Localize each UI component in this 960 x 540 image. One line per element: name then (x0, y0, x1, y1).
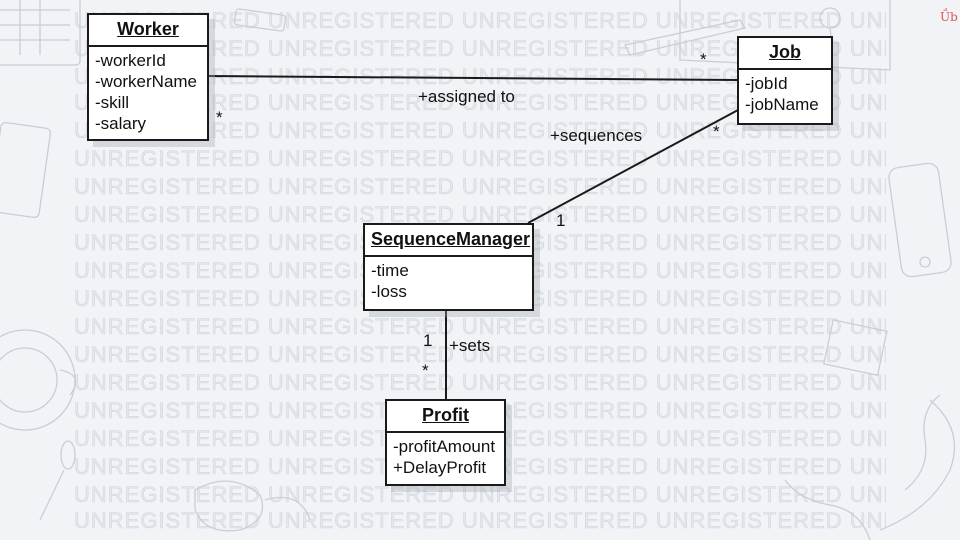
job-attributes: -jobId -jobName (739, 70, 831, 119)
mouse-cable-icon (784, 479, 871, 540)
worker-attribute: -salary (95, 114, 147, 133)
profit-attributes: -profitAmount +DelayProfit (387, 433, 504, 482)
watermark-text: UNREGISTERED UNREGISTERED UNREGISTERED U… (74, 176, 886, 198)
watermark-text: UNREGISTERED UNREGISTERED UNREGISTERED U… (74, 316, 886, 338)
job-attribute: -jobName (745, 95, 819, 114)
worker-end-multiplicity: * (216, 108, 223, 127)
association-label-sets: +sets (449, 336, 491, 355)
watermark-text: UNREGISTERED UNREGISTERED UNREGISTERED U… (74, 510, 886, 532)
watermark-text: UNREGISTERED UNREGISTERED UNREGISTERED U… (74, 148, 886, 170)
glasses-icon (194, 480, 311, 532)
keyboard-icon (0, 0, 81, 66)
worker-attribute: -workerId (95, 51, 166, 70)
sequence-profit-end-multiplicity: 1 (423, 331, 433, 350)
watermark-text: UNREGISTERED UNREGISTERED UNREGISTERED U… (74, 38, 886, 60)
worker-attribute: -workerName (95, 72, 198, 91)
job-attribute: -jobId (745, 74, 788, 93)
watermark-text: UNREGISTERED UNREGISTERED UNREGISTERED U… (74, 372, 886, 394)
headphones-icon (879, 394, 956, 531)
worker-job-association-line[interactable] (207, 75, 739, 81)
job-class-name: Job (739, 38, 831, 70)
watermark-text: UNREGISTERED UNREGISTERED UNREGISTERED U… (74, 204, 886, 226)
profit-end-multiplicity: * (422, 361, 429, 380)
job-sequence-end-multiplicity: * (713, 122, 720, 141)
notepad-icon (823, 319, 888, 377)
spoon-icon (39, 440, 76, 521)
profit-attribute: -profitAmount (393, 437, 496, 456)
sequence-job-end-multiplicity: 1 (556, 211, 566, 230)
worker-attribute: -skill (95, 93, 129, 112)
watermark-text: UNREGISTERED UNREGISTERED UNREGISTERED U… (74, 66, 886, 88)
pen-icon (624, 19, 747, 56)
watermark-text: UNREGISTERED UNREGISTERED UNREGISTERED U… (74, 120, 886, 142)
worker-class-name: Worker (89, 15, 207, 47)
profit-attribute: +DelayProfit (393, 458, 487, 477)
job-class[interactable]: Job -jobId -jobName (737, 36, 833, 125)
phone-icon (888, 162, 952, 278)
profit-class[interactable]: Profit -profitAmount +DelayProfit (385, 399, 506, 486)
coffee-cup-icon (0, 329, 77, 431)
watermark-text: UNREGISTERED UNREGISTERED UNREGISTERED U… (74, 484, 886, 506)
corner-logo-mark: Ǘb (940, 10, 958, 24)
association-label-assigned-to: +assigned to (418, 87, 515, 106)
worker-class[interactable]: Worker -workerId -workerName -skill -sal… (87, 13, 209, 141)
tablet-icon (0, 121, 52, 219)
watermark-text: UNREGISTERED UNREGISTERED UNREGISTERED U… (74, 92, 886, 114)
watermark-text: UNREGISTERED UNREGISTERED UNREGISTERED U… (74, 10, 886, 32)
sequence-manager-class[interactable]: SequenceManager -time -loss (363, 223, 534, 311)
sequence-manager-attributes: -time -loss (365, 257, 532, 306)
sequence-manager-attribute: -loss (371, 282, 407, 301)
sequence-manager-attribute: -time (371, 261, 409, 280)
association-label-sequences: +sequences (550, 126, 643, 145)
profit-class-name: Profit (387, 401, 504, 433)
job-end-multiplicity: * (700, 50, 707, 69)
worker-attributes: -workerId -workerName -skill -salary (89, 47, 207, 138)
job-sequence-association-line[interactable] (527, 109, 739, 224)
usb-drive-icon (233, 8, 287, 32)
watermark-text: UNREGISTERED UNREGISTERED UNREGISTERED U… (74, 344, 886, 366)
sequence-manager-class-name: SequenceManager (365, 225, 532, 257)
